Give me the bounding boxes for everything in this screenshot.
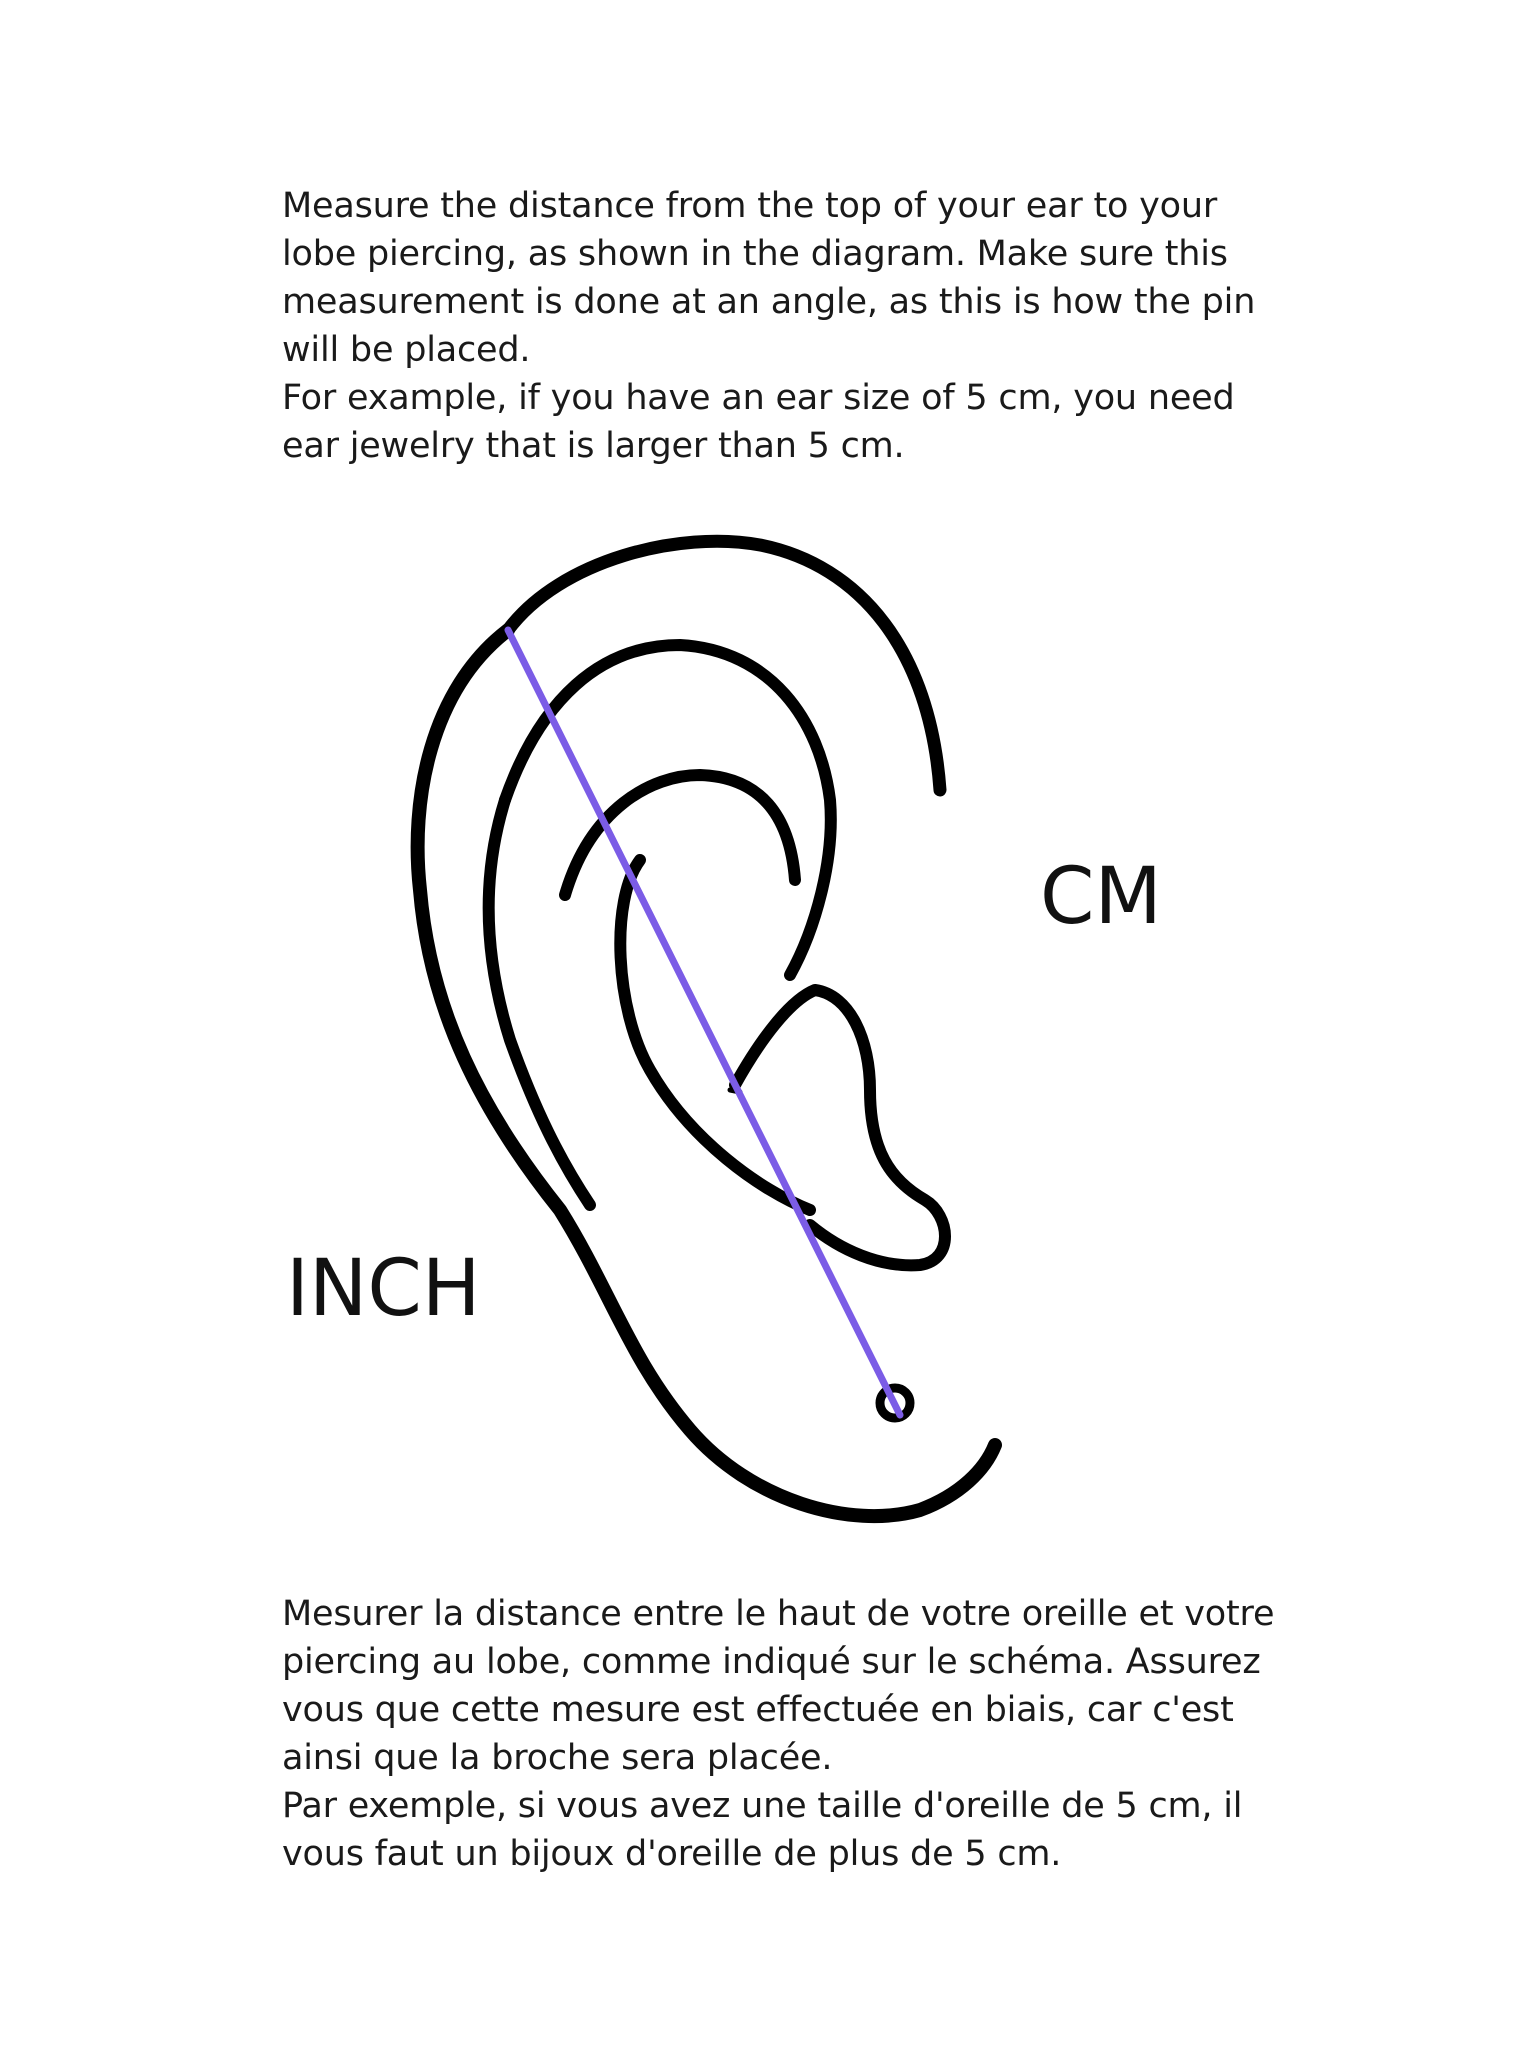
ear-concha-upper xyxy=(559,769,801,901)
french-paragraph-measure: Mesurer la distance entre le haut de vot… xyxy=(282,1594,1275,1778)
english-paragraph-example: For example, if you have an ear size of … xyxy=(282,378,1235,466)
inch-label: INCH xyxy=(286,1244,481,1334)
ear-antihelix-outer xyxy=(499,639,837,981)
ear-antihelix-left xyxy=(482,794,596,1211)
ear-outer-rim xyxy=(410,623,1002,1523)
french-instructions: Mesurer la distance entre le haut de vot… xyxy=(282,1590,1302,1878)
ear-tragus xyxy=(729,984,951,1272)
ear-outer-helix xyxy=(501,534,947,797)
ear-concha-inner xyxy=(614,854,816,1216)
english-paragraph-measure: Measure the distance from the top of you… xyxy=(282,186,1256,370)
lobe-piercing-hole xyxy=(875,1383,915,1423)
cm-label: CM xyxy=(1040,852,1162,942)
measurement-line xyxy=(504,626,904,1419)
french-paragraph-example: Par exemple, si vous avez une taille d'o… xyxy=(282,1786,1243,1874)
english-instructions: Measure the distance from the top of you… xyxy=(282,182,1302,470)
